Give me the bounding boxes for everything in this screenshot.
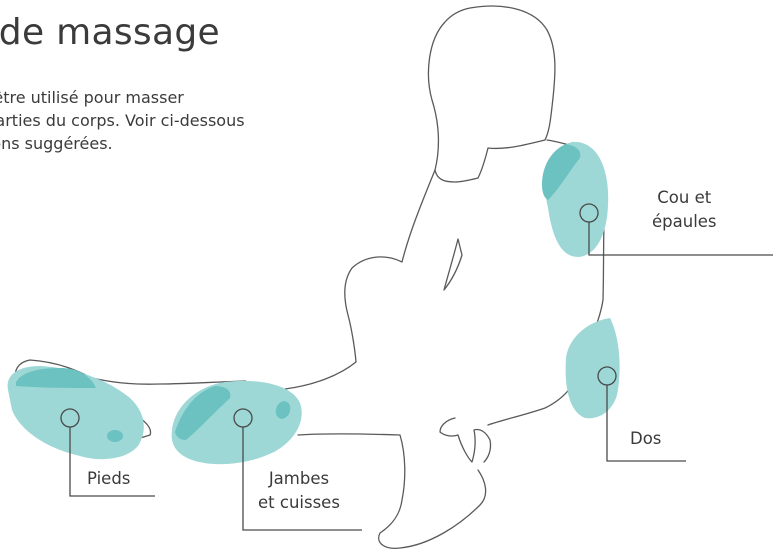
label-feet: Pieds [87,469,131,488]
label-neck-line-1: Cou et [657,188,712,207]
label-legs-line-1: Jambes [268,469,330,488]
label-neck-line-2: épaules [652,212,717,231]
zone-back [565,318,620,419]
label-legs-line-2: et cuisses [258,493,340,512]
intro-text: eut être utilisé pour masser es parties … [0,86,245,155]
zone-feet [7,366,144,460]
label-back: Dos [630,429,662,448]
callout-neck-shoulders [579,203,773,256]
callout-feet [60,408,155,497]
label-neck-shoulders: Cou et épaules [652,186,717,234]
intro-line-3: cations suggérées. [0,134,113,153]
zone-legs-thighs [171,380,302,465]
page-title: s de massage [0,12,220,53]
label-legs-thighs: Jambes et cuisses [258,467,340,515]
intro-line-1: eut être utilisé pour masser [0,88,184,107]
callout-legs-thighs [233,408,362,531]
intro-line-2: es parties du corps. Voir ci-dessous [0,111,245,130]
zone-neck-shoulders [542,141,609,257]
callout-back [597,366,686,462]
